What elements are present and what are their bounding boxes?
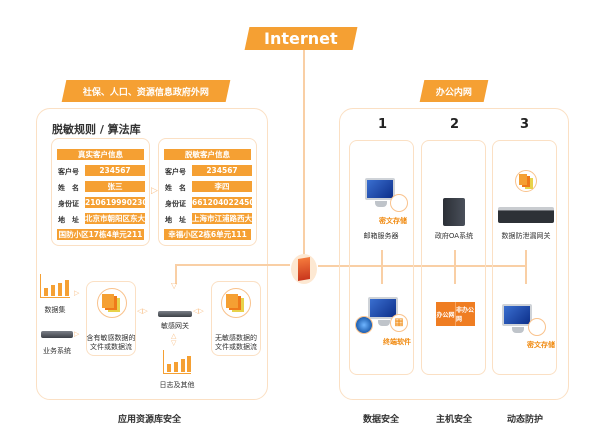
field-label: 客户号	[165, 168, 186, 176]
field-value: 234567	[85, 165, 145, 176]
arrow-right-icon: ▷	[74, 289, 80, 297]
sensitive-files-label: 含有敏感数据的	[86, 334, 136, 342]
client-monitor-icon	[502, 304, 532, 333]
host-security-label: 主机安全	[436, 415, 473, 425]
dataset-chart-icon	[40, 274, 70, 298]
field-value: 2106199902306	[85, 197, 145, 208]
sensitive-files-box	[86, 281, 136, 356]
real-info-card: 真实客户信息 客户号 234567 姓 名 张三 身份证 21061999023…	[51, 138, 150, 246]
field-label: 身份证	[58, 200, 79, 208]
field-label: 姓 名	[58, 184, 79, 192]
field-value: 北京市朝阳区东大街	[85, 213, 145, 224]
field-label: 姓 名	[165, 184, 186, 192]
column-host-security	[421, 140, 486, 375]
field-value: 国防小区17栋4单元211	[57, 229, 144, 240]
clean-files-label: 无敏感数据的	[215, 334, 257, 342]
outer-net-tag: 社保、人口、资源信息政府外网	[61, 80, 231, 102]
outer-net-label: 社保、人口、资源信息政府外网	[82, 87, 209, 98]
field-label: 地 址	[165, 216, 186, 224]
field-value: 张三	[85, 181, 145, 192]
firewall-icon	[291, 254, 317, 284]
field-label: 客户号	[58, 168, 79, 176]
field-label: 身份证	[165, 200, 186, 208]
field-value: 李四	[192, 181, 252, 192]
dlp-gateway-label: 数据防泄漏网关	[501, 232, 551, 240]
link	[525, 250, 527, 284]
field-value: 上海市江浦路西大街	[192, 213, 252, 224]
column-number: 1	[378, 117, 388, 132]
non-office-network-label: 非办公网	[455, 302, 475, 326]
mail-server-monitor-icon	[365, 178, 395, 207]
link-down	[175, 264, 177, 284]
logs-label: 日志及其他	[159, 381, 195, 389]
globe-icon	[355, 316, 373, 334]
column-data-security	[349, 140, 414, 375]
lock-doc-icon	[528, 318, 546, 336]
office-network-block: 办公网 非办公网	[436, 302, 475, 326]
arrow-right-icon: ▷	[151, 186, 158, 196]
internet-label: Internet	[264, 29, 338, 48]
link	[454, 250, 456, 284]
column-number: 2	[450, 117, 460, 132]
link-right	[318, 265, 526, 267]
office-network-label: 办公网	[436, 311, 455, 319]
column-number: 3	[520, 117, 530, 132]
internet-node: Internet	[244, 27, 358, 50]
internet-link	[303, 50, 305, 255]
real-info-header: 真实客户信息	[57, 149, 144, 160]
terminal-software-label: 终端软件	[383, 338, 411, 346]
outer-net-panel	[36, 108, 268, 400]
sensitive-gateway-icon	[158, 311, 192, 317]
field-label: 地 址	[58, 216, 79, 224]
clean-files-box	[211, 281, 261, 356]
dlp-gateway-rack-icon	[498, 207, 554, 223]
inner-net-tag: 办公内网	[419, 80, 489, 102]
encrypted-storage-label: 密文存储	[527, 341, 555, 349]
gateway-label: 敏感网关	[161, 322, 189, 330]
link-left	[175, 264, 290, 266]
files-icon	[226, 294, 238, 308]
sensitive-files-label: 文件或数据流	[90, 343, 132, 351]
mail-server-label: 邮箱服务器	[363, 232, 399, 240]
masked-info-header: 脱敏客户信息	[164, 149, 251, 160]
data-security-label: 数据安全	[363, 415, 400, 425]
link	[381, 250, 383, 284]
app-security-label: 应用资源库安全	[118, 415, 182, 425]
dataset-label: 数据集	[44, 306, 66, 314]
business-system-label: 业务系统	[43, 347, 71, 355]
inner-net-panel	[339, 108, 569, 400]
oa-server-tower-icon	[443, 198, 465, 226]
arrow-right-icon: ▷	[74, 330, 80, 338]
field-value: 234567	[192, 165, 252, 176]
files-icon	[102, 294, 114, 308]
bidirectional-arrow-icon: ◁▷	[137, 307, 148, 315]
terminal-monitor-icon	[368, 297, 398, 326]
column-dynamic-protection	[492, 140, 557, 375]
logs-chart-icon	[163, 350, 191, 374]
field-value: 6612040224506	[192, 197, 252, 208]
dynamic-protection-label: 动态防护	[507, 415, 544, 425]
masked-info-card: 脱敏客户信息 客户号 234567 姓 名 李四 身份证 66120402245…	[158, 138, 257, 246]
arrow-down-icon: ▽	[171, 281, 178, 290]
terminal-software-icon: ▦	[390, 314, 408, 332]
lock-doc-icon	[390, 194, 408, 212]
encrypted-storage-label: 密文存储	[379, 217, 407, 225]
oa-system-label: 政府OA系统	[434, 232, 474, 240]
files-icon	[519, 174, 527, 185]
business-server-icon	[41, 331, 73, 338]
inner-net-label: 办公内网	[435, 87, 472, 98]
vertical-arrow-icon: △▽	[171, 332, 177, 347]
bidirectional-arrow-icon: ◁▷	[193, 307, 204, 315]
clean-files-label: 文件或数据流	[215, 343, 257, 351]
rules-title: 脱敏规则 / 算法库	[52, 123, 141, 136]
field-value: 幸福小区2栋6单元111	[164, 229, 251, 240]
